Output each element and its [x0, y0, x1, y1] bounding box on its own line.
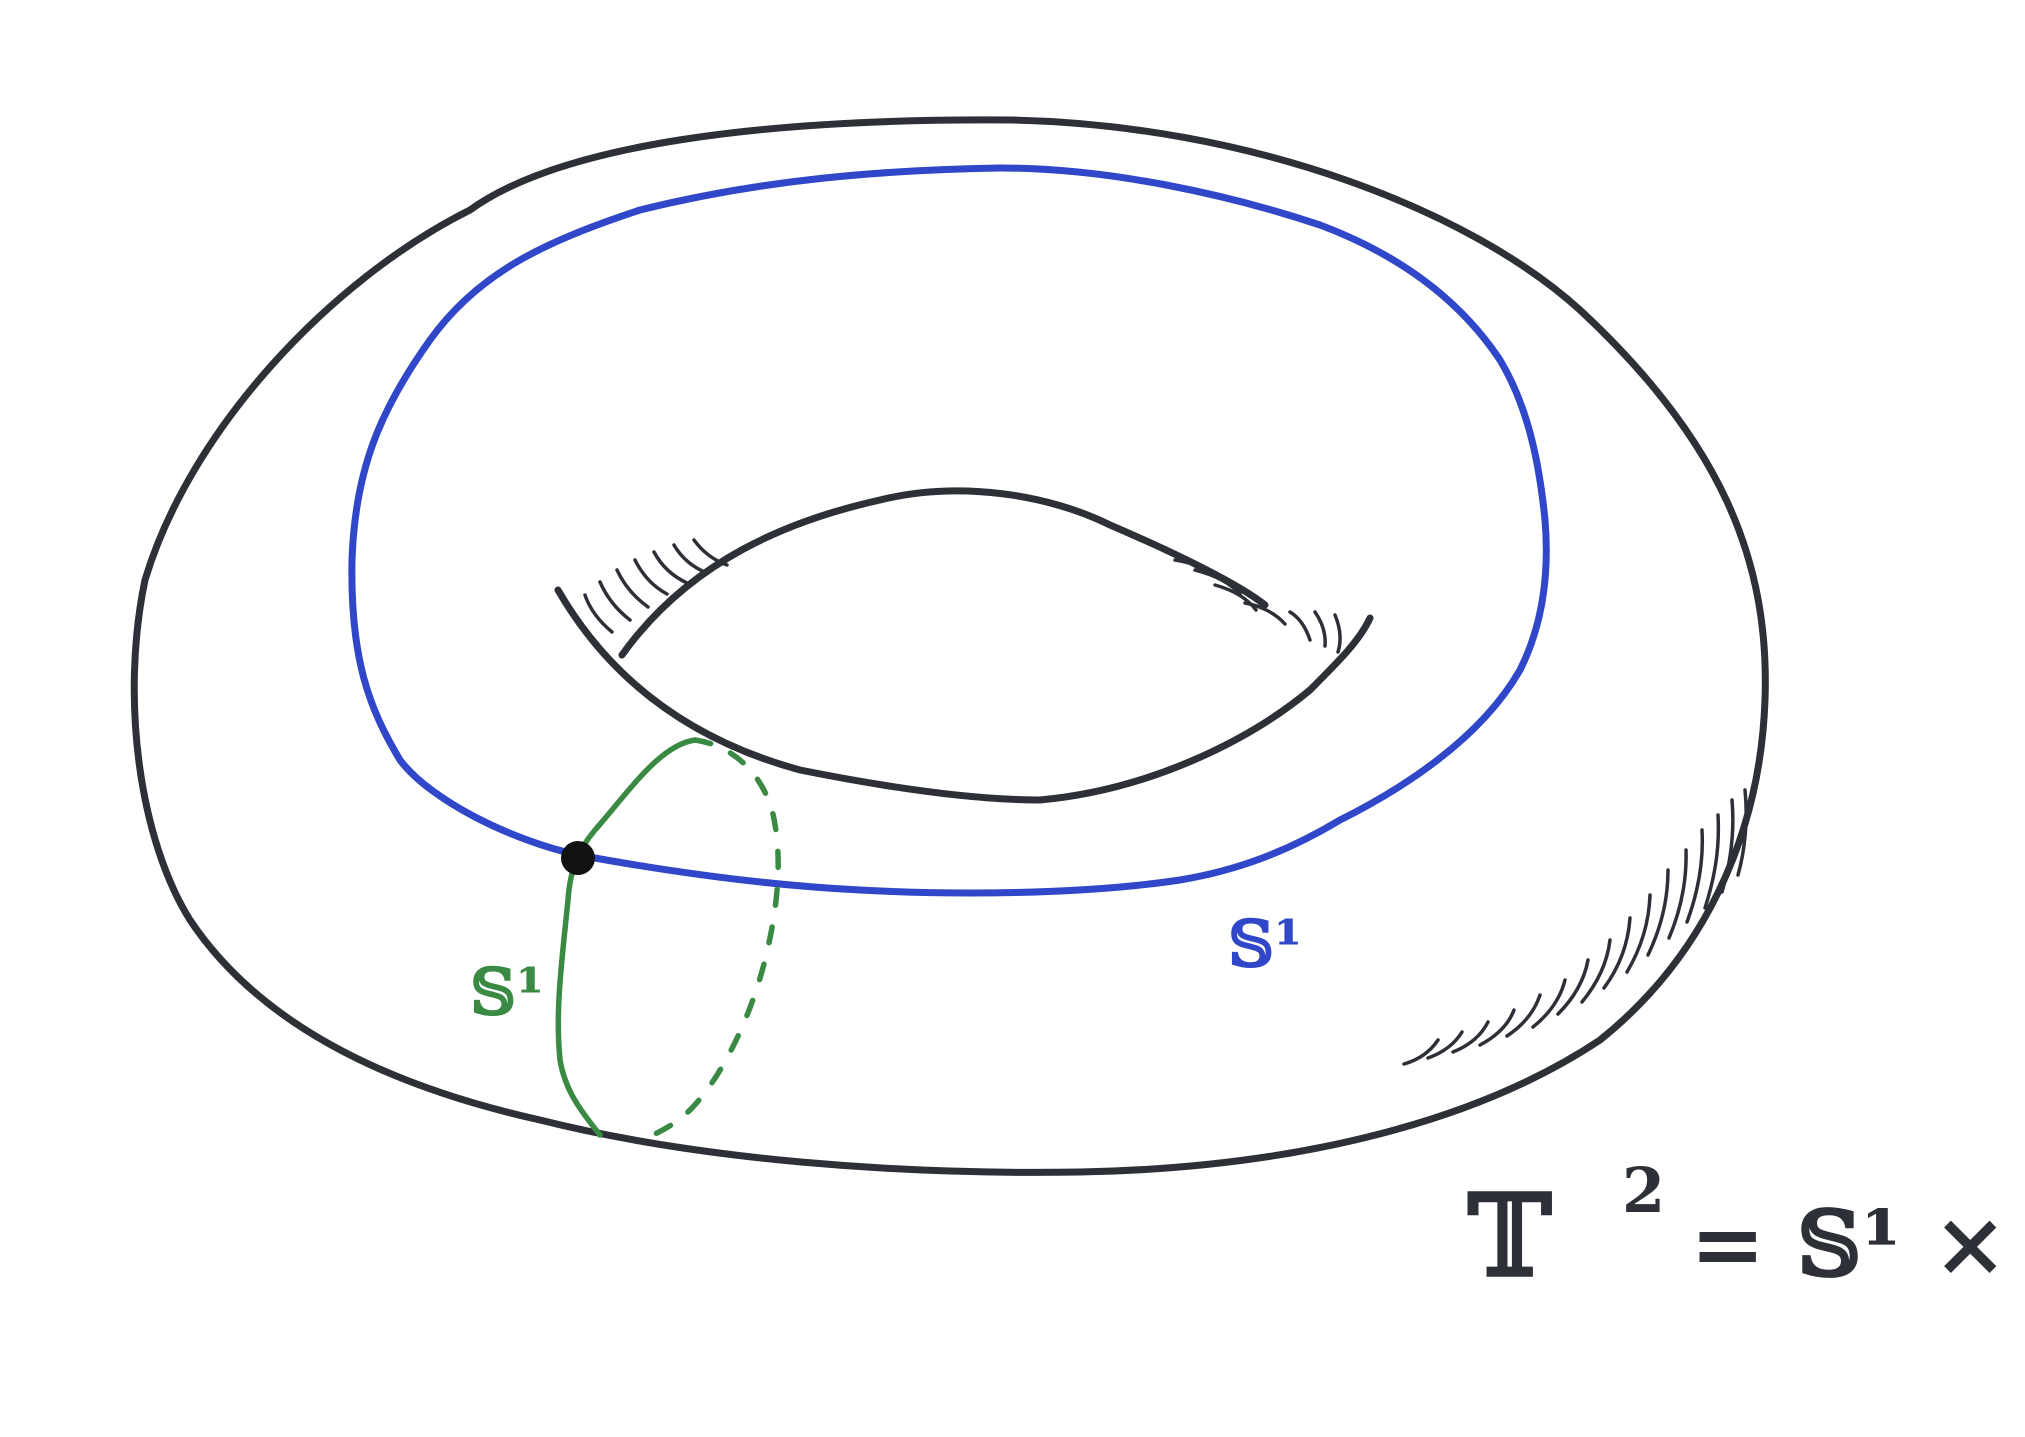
torus-equation: 𝕋 2 = 𝕊¹ × 𝕊¹	[1467, 1154, 2025, 1302]
equation-exponent: 2	[1622, 1154, 1665, 1227]
equation-product: = 𝕊¹ × 𝕊¹	[1690, 1191, 2025, 1297]
meridian-circle-back	[637, 737, 781, 1143]
torus-outer-outline	[130, 116, 1769, 1176]
torus-hole-lower-edge	[554, 586, 1374, 804]
outer-right-hatching	[1402, 788, 1748, 1066]
equation-torus-symbol: 𝕋	[1467, 1171, 1552, 1302]
meridian-label: 𝕊¹	[470, 955, 544, 1030]
meridian-circle-front	[555, 737, 698, 1138]
base-point	[561, 841, 595, 875]
longitude-label: 𝕊¹	[1228, 907, 1302, 982]
torus-hole-upper-edge	[618, 487, 1269, 659]
longitude-circle	[348, 164, 1550, 897]
hole-left-hatching	[583, 538, 729, 634]
hole-right-hatching	[1173, 558, 1342, 654]
